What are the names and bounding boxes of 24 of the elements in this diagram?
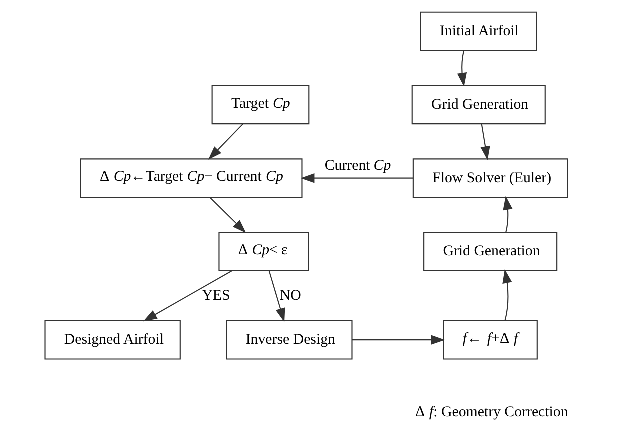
arrow — [480, 124, 490, 160]
node-box: Grid Generation — [424, 232, 558, 272]
node-box: f← f+Δ f — [443, 320, 538, 360]
node-box: Flow Solver (Euler) — [412, 158, 568, 198]
node-box: Inverse Design — [226, 320, 353, 360]
node-box: Target Cp — [212, 85, 310, 125]
arrow — [503, 196, 513, 232]
node-box: Δ Cp< ε — [218, 232, 310, 272]
node-box: Grid Generation — [412, 85, 546, 125]
node-box: Designed Airfoil — [44, 320, 181, 360]
node-box: Δ Cp←Target Cp− Current Cp — [80, 158, 303, 198]
node-box: Initial Airfoil — [420, 12, 538, 52]
arrow — [208, 124, 244, 160]
arrow — [210, 197, 246, 234]
edge-label: Current Cp — [324, 158, 392, 174]
edge-label: NO — [280, 288, 302, 304]
label: Δ f: Geometry Correction — [416, 404, 568, 420]
arrow — [502, 270, 512, 321]
arrow — [457, 50, 468, 87]
edge-label: YES — [202, 288, 230, 304]
arrow — [352, 335, 446, 345]
arrow — [268, 270, 286, 322]
arrow — [143, 270, 232, 322]
arrow — [300, 174, 414, 184]
